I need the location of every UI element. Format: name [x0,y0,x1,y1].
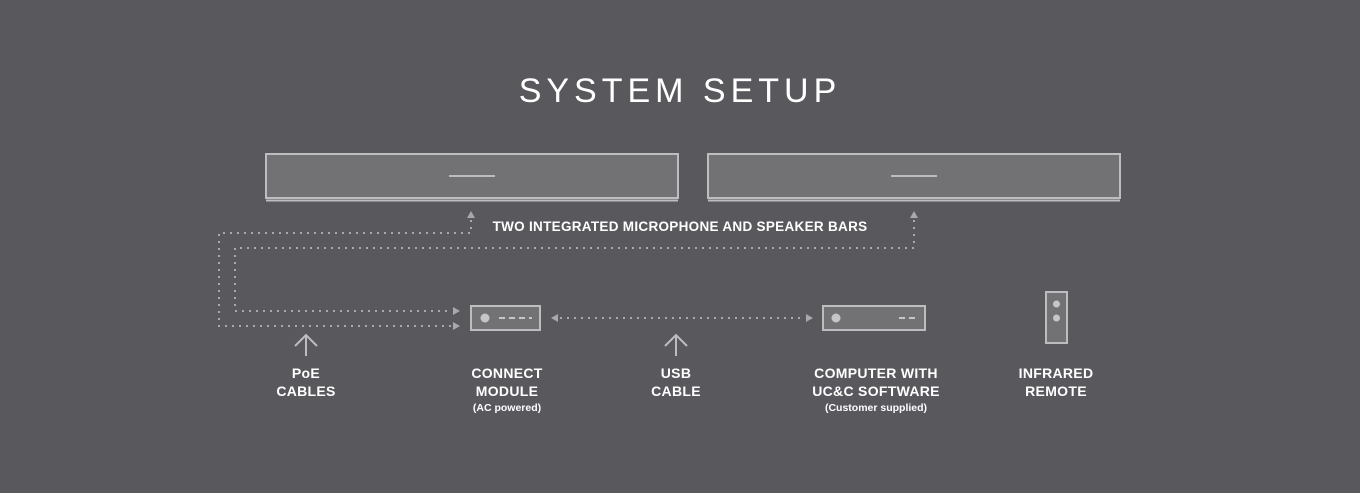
label-note: (Customer supplied) [824,402,928,414]
arrow-right-icon [453,322,460,330]
label-note: (AC powered) [472,402,542,414]
arrow-up-icon [910,211,918,218]
poe-cables-label: PoE CABLES [256,364,356,400]
label-line: MODULE [475,383,539,399]
usb-pointer-arrow-icon [664,333,688,356]
connect-module-device [470,305,541,331]
label-line: UC&C SOFTWARE [812,383,940,399]
page-title: SYSTEM SETUP [518,72,842,110]
computer-device [822,305,926,331]
infrared-remote-label: INFRARED REMOTE [1006,364,1106,400]
speaker-bar-left [265,153,679,202]
computer-label: COMPUTER WITH UC&C SOFTWARE (Customer su… [796,364,956,416]
label-line: COMPUTER WITH [814,365,938,381]
label-line: USB [660,365,692,381]
speaker-bar-right [707,153,1121,202]
label-line: INFRARED [1018,365,1094,381]
arrow-left-icon [551,314,558,322]
arrow-right-icon [806,314,813,322]
arrow-up-icon [467,211,475,218]
poe-pointer-arrow-icon [294,333,318,356]
speaker-bars-label: TWO INTEGRATED MICROPHONE AND SPEAKER BA… [492,219,868,234]
poe-cable-left-path [218,220,472,327]
infrared-remote-device [1045,291,1068,344]
connect-module-label: CONNECT MODULE (AC powered) [447,364,567,416]
label-line: CABLE [651,383,701,399]
label-line: CONNECT [471,365,543,381]
arrow-right-icon [453,307,460,315]
label-line: REMOTE [1025,383,1087,399]
poe-cable-right-path [234,220,915,312]
label-line: PoE [291,365,321,381]
usb-cable-label: USB CABLE [626,364,726,400]
label-line: CABLES [276,383,336,399]
